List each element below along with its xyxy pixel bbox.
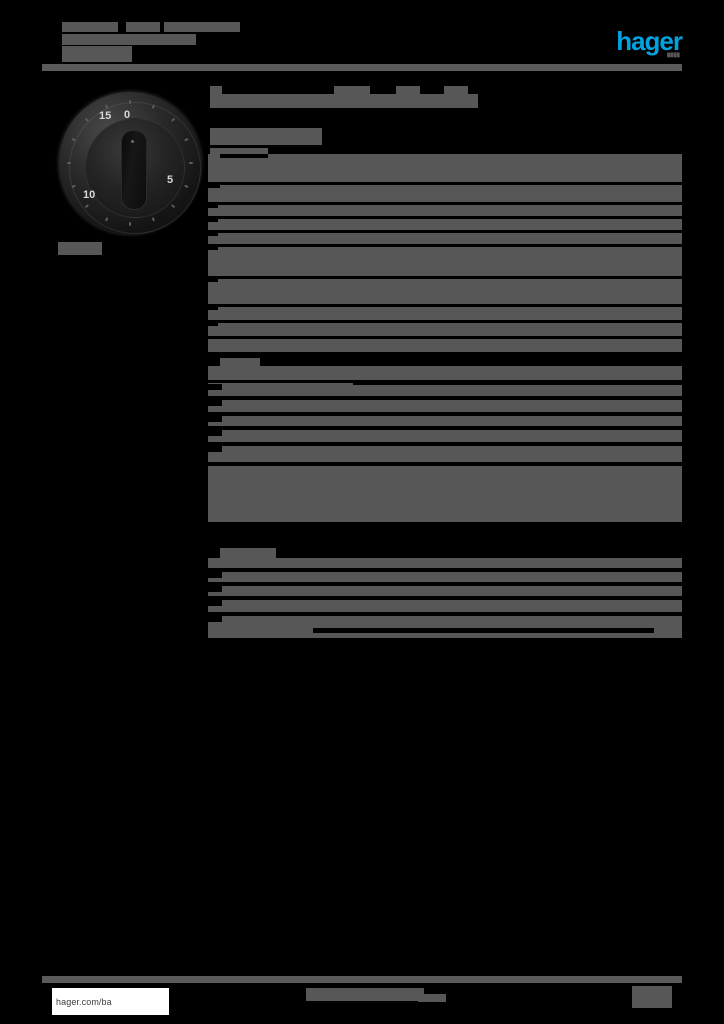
dial-tick	[129, 222, 131, 226]
dial-label-15: 15	[99, 110, 112, 122]
figure-caption-redacted: █████	[58, 242, 102, 255]
footer-page-indicator-redacted: ███	[418, 994, 446, 1002]
section-gap-1	[208, 352, 682, 358]
dial-label-0: 0	[124, 109, 131, 121]
header-title-redacted-3	[164, 22, 240, 32]
table-row: ████████████████████████████████████████…	[208, 154, 682, 185]
footer-url-link[interactable]: hager.com/ba	[52, 988, 169, 1015]
header-subtitle-redacted: ██████	[62, 34, 196, 45]
main-heading: ██████████ ██████ ██████	[210, 94, 478, 108]
section-1-label-gutter	[208, 154, 218, 352]
knob-bezel-ring	[69, 102, 201, 234]
page-header: ████████ █████████ ██████ ███████ hager …	[0, 0, 724, 72]
hager-logo-tagline-redacted: ████	[667, 52, 680, 57]
spec-table-section-2	[208, 366, 682, 462]
dial-tick	[129, 100, 131, 104]
main-subheading: ███████████	[210, 128, 322, 145]
main-heading-redacted-d	[444, 86, 468, 94]
dial-tick	[67, 162, 71, 164]
header-reference-redacted: ███████	[62, 46, 132, 62]
section-label: ████████	[210, 148, 268, 156]
header-title-redacted-2	[126, 22, 160, 32]
spec-table-section-1: ████████████████████████████████████████…	[208, 154, 682, 352]
spec-table-section-3	[208, 558, 682, 638]
section-2-note-block	[208, 466, 682, 522]
section-gap-2	[208, 522, 682, 548]
dial-tick	[189, 162, 193, 164]
footer-right-redacted: █████	[632, 986, 672, 1008]
footer-url-text: hager.com/ba	[56, 996, 112, 1007]
main-heading-redacted-c	[396, 86, 420, 94]
page-footer: ████████████ ███ █████	[0, 972, 724, 1024]
section-2-label: section-2	[220, 358, 260, 366]
dial-label-5: 5	[167, 174, 174, 186]
section-1-fill	[208, 154, 682, 352]
main-heading-redacted-a	[210, 86, 222, 94]
knob-center-dot	[131, 140, 134, 143]
knob-body	[59, 92, 201, 234]
hager-logo: hager	[616, 26, 683, 56]
header-title-redacted: ████████ █████████	[62, 22, 118, 32]
footer-divider	[42, 976, 682, 983]
knob-pointer-handle[interactable]	[121, 130, 147, 210]
product-image: 0 5 10 15	[55, 88, 205, 238]
main-heading-redacted-b	[334, 86, 370, 94]
section-3-label: section-3	[220, 548, 276, 558]
footer-center-redacted: ████████████	[306, 988, 424, 1001]
header-divider	[42, 64, 682, 71]
dial-label-10: 10	[83, 189, 96, 201]
